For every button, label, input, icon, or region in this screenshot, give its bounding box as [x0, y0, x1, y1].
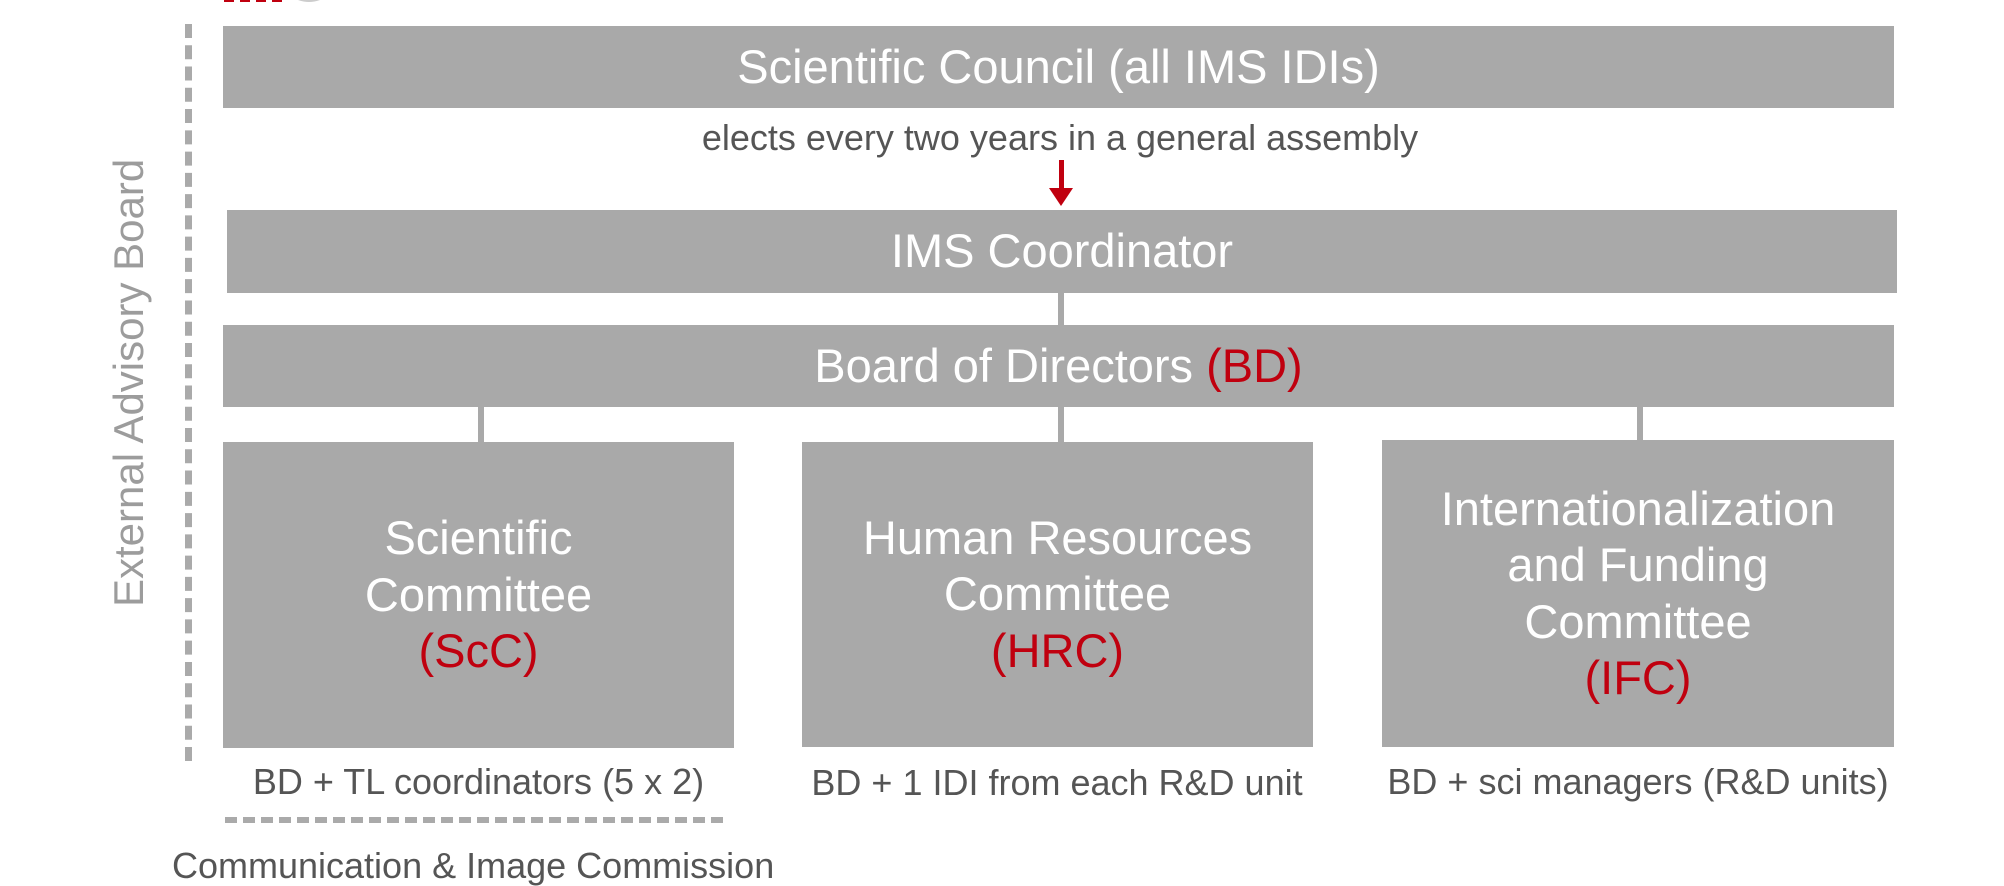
scientific-council-box: Scientific Council (all IMS IDIs) [223, 26, 1894, 108]
commission-label: Communication & Image Commission [172, 845, 775, 886]
ifc-committee-abbr: (IFC) [1584, 650, 1692, 704]
external-board-label: External Advisory Board [105, 158, 152, 607]
board-scc-connector [478, 407, 484, 442]
board-label: Board of Directors [814, 338, 1207, 392]
scientific-committee-abbr: (ScC) [418, 624, 539, 678]
scientific-committee-line1: Scientific [384, 511, 573, 565]
board-of-directors-box: Board of Directors (BD) [223, 325, 1894, 407]
hr-committee-members: BD + 1 IDI from each R&D unit [811, 762, 1303, 803]
ifc-committee-line1: Internationalization [1440, 481, 1836, 535]
election-note: elects every two years in a general asse… [701, 117, 1419, 158]
hr-committee-line1: Human Resources [862, 510, 1253, 564]
logo-fragment [224, 0, 320, 2]
election-arrow-shaft [1059, 160, 1064, 189]
coordinator-board-connector [1058, 293, 1064, 325]
hr-committee-abbr: (HRC) [990, 623, 1125, 677]
ifc-committee-line2: and Funding [1507, 538, 1769, 592]
commission-dashed-line [225, 817, 723, 823]
board-hrc-connector [1058, 407, 1064, 442]
election-arrow-head [1049, 188, 1073, 206]
board-ifc-connector [1637, 407, 1643, 440]
ims-coordinator-label: IMS Coordinator [890, 224, 1234, 278]
scientific-committee-box: Scientific Committee (ScC) [223, 442, 734, 748]
hr-committee-line2: Committee [943, 567, 1172, 621]
scientific-committee-members: BD + TL coordinators (5 x 2) [252, 761, 705, 802]
ims-coordinator-box: IMS Coordinator [227, 210, 1897, 293]
scientific-committee-line2: Committee [364, 567, 593, 621]
scientific-council-label: Scientific Council (all IMS IDIs) [737, 39, 1380, 93]
board-abbr: (BD) [1206, 338, 1303, 392]
ifc-committee-box: Internationalization and Funding Committ… [1382, 440, 1894, 747]
ifc-committee-members: BD + sci managers (R&D units) [1387, 761, 1889, 802]
ifc-committee-line3: Committee [1524, 594, 1752, 648]
hr-committee-box: Human Resources Committee (HRC) [802, 442, 1313, 747]
external-board-dashed-line [185, 24, 192, 761]
